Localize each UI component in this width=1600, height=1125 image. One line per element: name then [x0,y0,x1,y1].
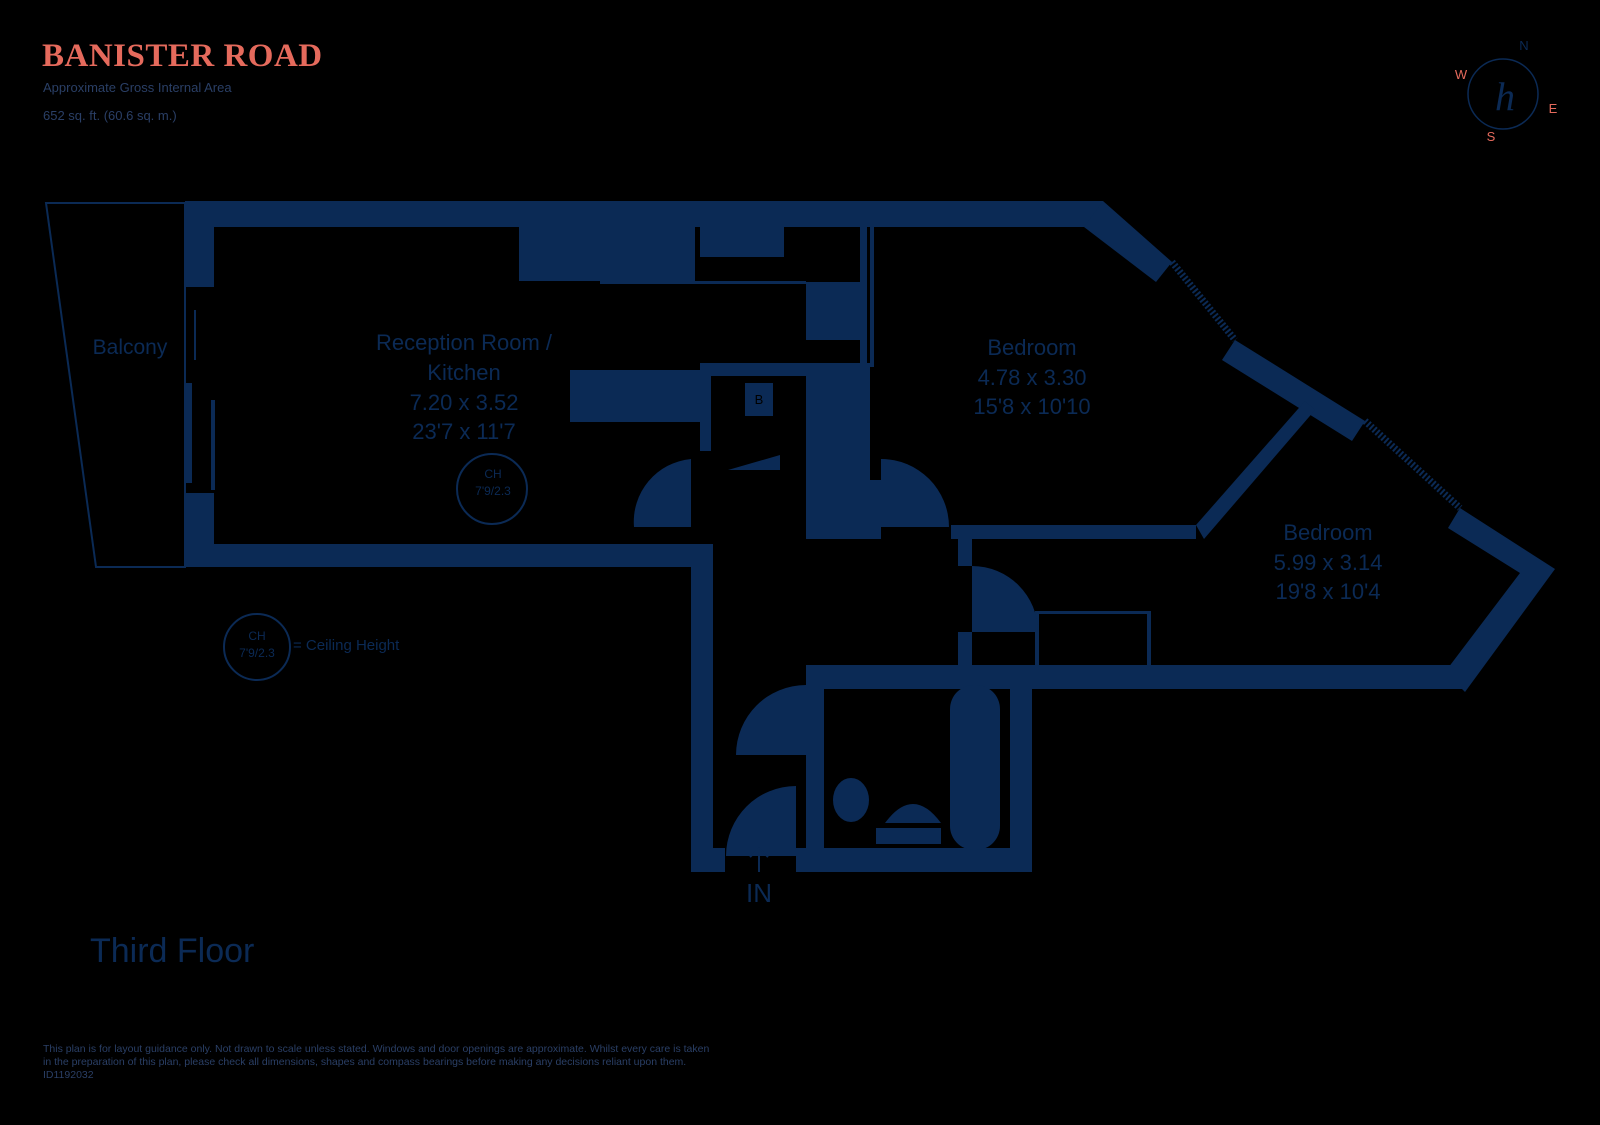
kitchen-sink [635,232,695,274]
area-label: Approximate Gross Internal Area [43,80,232,95]
legend-badge [223,613,291,681]
bathtub [950,685,1000,850]
ceiling-badge-top: CH [484,467,501,481]
toilet [833,778,869,822]
compass-logo: h [1495,74,1515,119]
legend-badge-top: CH [248,629,265,643]
reception-name-1: Reception Room / [376,330,553,355]
disclaimer-line-1: This plan is for layout guidance only. N… [43,1043,710,1055]
legend-text: = Ceiling Height [293,637,400,654]
compass-ring [1467,58,1539,130]
fixtures [635,232,1000,850]
compass: h N E S W [1455,38,1558,144]
disclaimer-line-2: in the preparation of this plan, please … [43,1056,687,1068]
door-swings [633,455,1038,856]
ceiling-badge [456,453,528,525]
bedroom1-metric: 4.78 x 3.30 [978,365,1087,390]
disclaimer: This plan is for layout guidance only. N… [43,1043,843,1082]
bedroom1-imperial: 15'8 x 10'10 [973,394,1090,419]
entrance-label: IN [746,878,772,908]
balcony-outline [44,202,186,568]
bedroom2-name: Bedroom [1283,520,1372,545]
window-bedroom1 [1169,259,1238,343]
property-title: BANISTER ROAD [42,38,323,74]
balcony-edge [45,202,97,568]
compass-e: E [1549,101,1558,116]
reception-metric: 7.20 x 3.52 [410,390,519,415]
bedroom2-imperial: 19'8 x 10'4 [1275,579,1380,604]
compass-n: N [1519,38,1528,53]
basin [885,804,941,823]
reception-name-2: Kitchen [427,360,500,385]
basin-counter [876,828,941,844]
window-bedroom2 [1362,418,1463,511]
entrance-arrow [749,846,769,872]
boiler [745,383,773,416]
compass-w: W [1455,67,1468,82]
floor-name: Third Floor [90,932,255,970]
bedroom2-metric: 5.99 x 3.14 [1274,550,1383,575]
disclaimer-line-3: ID1192032 [43,1069,94,1081]
legend-badge-bottom: 7'9/2.3 [239,646,275,660]
boiler-label: B [755,392,764,407]
area-value: 652 sq. ft. (60.6 sq. m.) [43,108,177,123]
compass-s: S [1487,129,1496,144]
reception-imperial: 23'7 x 11'7 [412,419,515,444]
window-reception [211,400,215,490]
balcony-label: Balcony [93,336,168,359]
bedroom1-name: Bedroom [987,335,1076,360]
hob [806,282,860,340]
ceiling-badge-bottom: 7'9/2.3 [475,484,511,498]
